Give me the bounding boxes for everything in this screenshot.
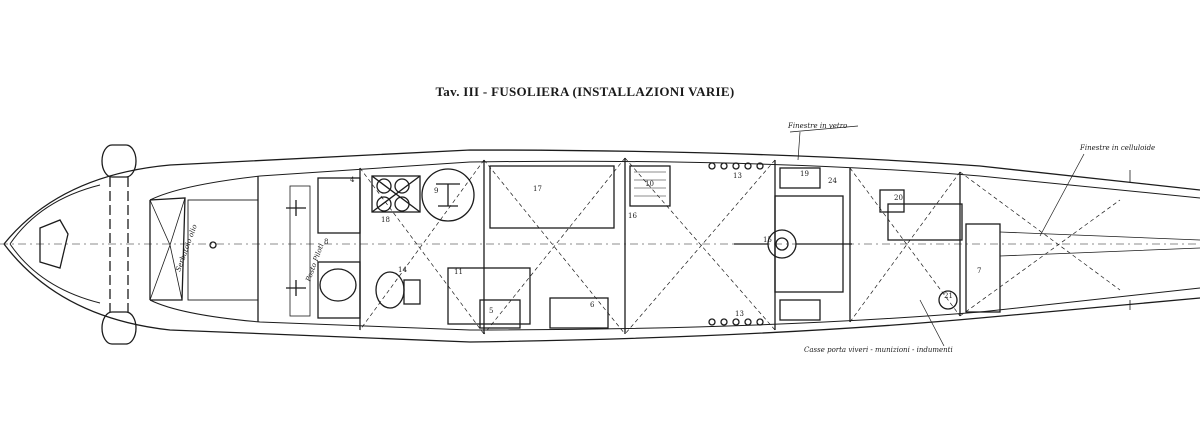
label-17: 17 (533, 185, 542, 193)
label-13-bottom: 13 (735, 310, 744, 318)
label-24: 24 (828, 177, 837, 185)
label-5: 5 (489, 307, 493, 315)
annotation-oil-tank: Serbatoio olio (174, 223, 198, 272)
label-13-top: 13 (733, 172, 742, 180)
label-19: 19 (800, 170, 809, 178)
label-16: 16 (628, 212, 637, 220)
label-6: 6 (590, 301, 595, 309)
label-10: 10 (645, 180, 654, 188)
annotation-cases: Casse porta viveri - munizioni - indumen… (804, 346, 953, 354)
component-labels: 4 5 6 7 8 9 10 11 13 13 14 15 16 17 18 1… (324, 170, 981, 318)
drawing-title: Tav. III - FUSOLIERA (INSTALLAZIONI VARI… (0, 84, 1200, 100)
propeller (9, 144, 137, 345)
label-20: 20 (894, 194, 903, 202)
label-11: 11 (454, 268, 463, 276)
label-8: 8 (324, 238, 328, 246)
label-14: 14 (398, 266, 407, 274)
label-9: 9 (434, 187, 438, 195)
label-4: 4 (350, 176, 355, 184)
annotation-windows-glass: Finestre in vetro (787, 122, 847, 130)
hull-outline (3, 149, 1200, 245)
label-21: 21 (944, 292, 953, 300)
drawing-title-text: Tav. III - FUSOLIERA (INSTALLAZIONI VARI… (435, 84, 735, 99)
glass-windows (708, 162, 764, 326)
instrument-cluster (371, 175, 421, 213)
annotation-windows-celluloid: Finestre in celluloide (1079, 144, 1155, 152)
label-18: 18 (381, 216, 390, 224)
label-7: 7 (977, 267, 981, 275)
label-15: 15 (763, 236, 772, 244)
